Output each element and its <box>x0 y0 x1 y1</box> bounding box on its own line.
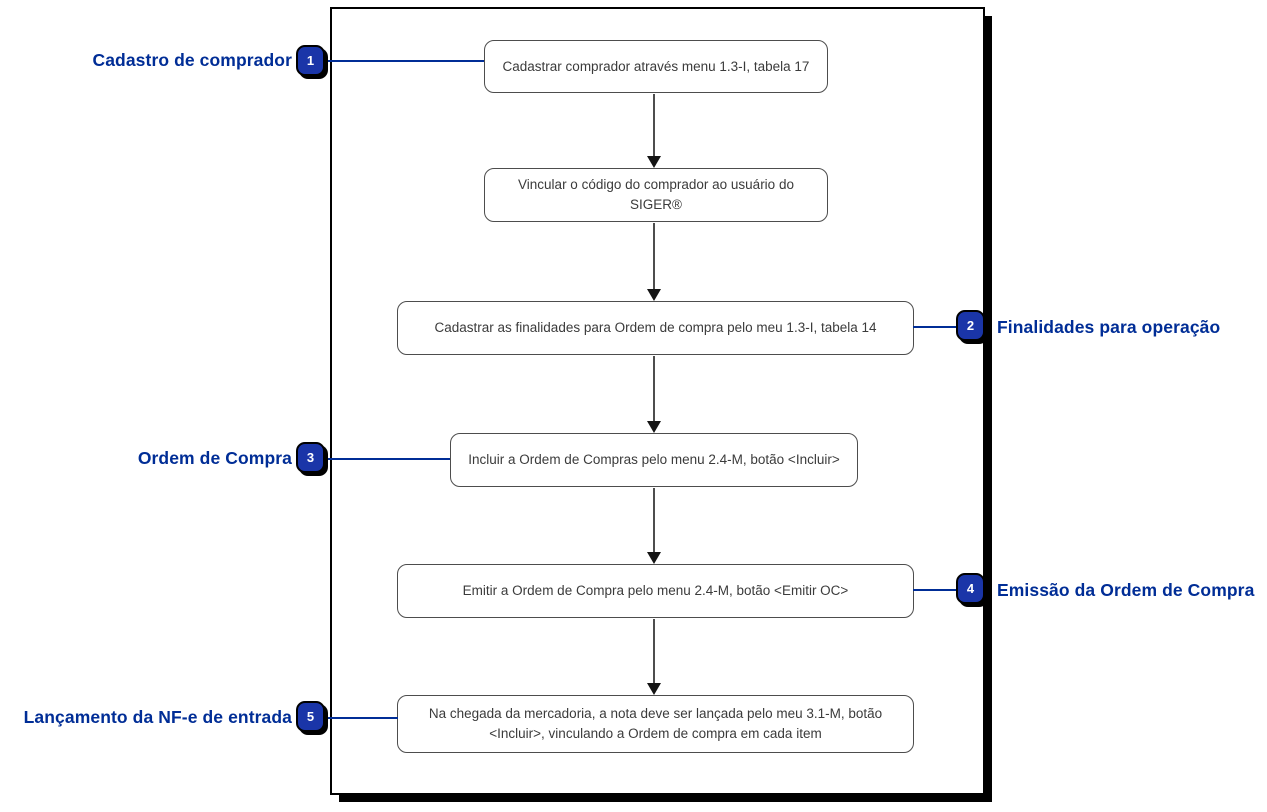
flow-step-2-text: Vincular o código do comprador ao usuári… <box>518 177 794 212</box>
step-badge-4: 4 <box>956 573 985 604</box>
callout-connector-1 <box>312 60 484 62</box>
callout-connector-4 <box>913 589 963 591</box>
badge-number: 4 <box>966 581 975 596</box>
step-badge-2: 2 <box>956 310 985 341</box>
flow-step-1: Cadastrar comprador através menu 1.3-I, … <box>484 40 828 93</box>
flow-step-4-text: Incluir a Ordem de Compras pelo menu 2.4… <box>468 452 840 468</box>
flow-step-5-text: Emitir a Ordem de Compra pelo menu 2.4-M… <box>462 583 849 599</box>
flow-step-6: Na chegada da mercadoria, a nota deve se… <box>397 695 914 753</box>
badge-number: 5 <box>306 709 315 724</box>
arrow-line <box>653 488 655 555</box>
callout-label-ordem-de-compra: Ordem de Compra <box>137 448 292 468</box>
arrow-head-icon <box>647 156 661 168</box>
diagram-frame <box>330 7 985 795</box>
callout-connector-3 <box>312 458 450 460</box>
arrow-line <box>653 94 655 159</box>
flow-step-3: Cadastrar as finalidades para Ordem de c… <box>397 301 914 355</box>
callout-connector-5 <box>312 717 398 719</box>
flow-step-1-text: Cadastrar comprador através menu 1.3-I, … <box>502 58 810 74</box>
arrow-line <box>653 356 655 424</box>
flow-step-3-text: Cadastrar as finalidades para Ordem de c… <box>434 320 877 336</box>
callout-label-finalidades-para-operacao: Finalidades para operação <box>997 317 1221 337</box>
flow-step-6-text: Na chegada da mercadoria, a nota deve se… <box>428 706 883 741</box>
badge-number: 1 <box>306 53 315 68</box>
callout-label-lancamento-da-nfe-de-entrada: Lançamento da NF-e de entrada <box>23 707 292 727</box>
badge-number: 3 <box>306 450 315 465</box>
step-badge-3: 3 <box>296 442 325 473</box>
down-arrow-4 <box>647 488 661 564</box>
arrow-head-icon <box>647 289 661 301</box>
step-badge-1: 1 <box>296 45 325 76</box>
flow-step-4: Incluir a Ordem de Compras pelo menu 2.4… <box>450 433 858 487</box>
callout-connector-2 <box>913 326 963 328</box>
down-arrow-3 <box>647 356 661 433</box>
down-arrow-5 <box>647 619 661 695</box>
flow-step-2: Vincular o código do comprador ao usuári… <box>484 168 828 222</box>
down-arrow-1 <box>647 94 661 168</box>
arrow-head-icon <box>647 683 661 695</box>
arrow-line <box>653 619 655 686</box>
callout-label-emissao-da-ordem-de-compra: Emissão da Ordem de Compra <box>997 580 1255 600</box>
arrow-head-icon <box>647 552 661 564</box>
arrow-line <box>653 223 655 292</box>
callout-label-cadastro-de-comprador: Cadastro de comprador <box>92 50 292 70</box>
down-arrow-2 <box>647 223 661 301</box>
flow-step-5: Emitir a Ordem de Compra pelo menu 2.4-M… <box>397 564 914 618</box>
badge-number: 2 <box>966 318 975 333</box>
step-badge-5: 5 <box>296 701 325 732</box>
arrow-head-icon <box>647 421 661 433</box>
